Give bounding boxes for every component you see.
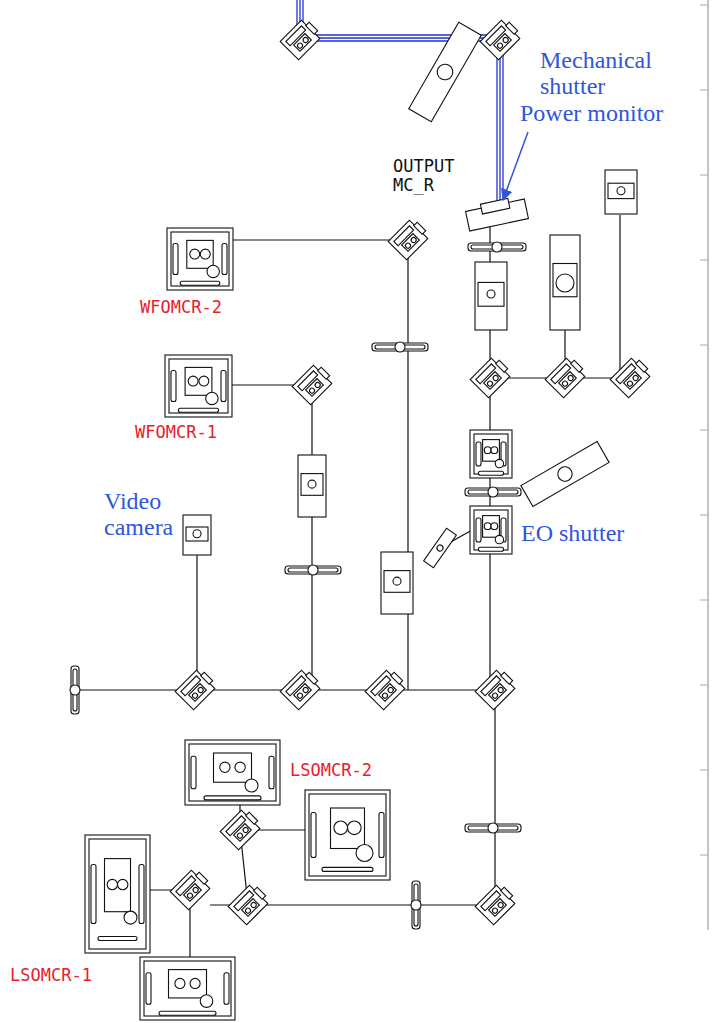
frame-line: [708, 0, 709, 930]
mirror-mount: [175, 667, 217, 709]
sensor-label: LSOMCR-2: [290, 761, 372, 780]
input-beam: [300, 0, 500, 212]
lens-holder: [468, 242, 526, 252]
post-holder: [475, 262, 507, 330]
mirror-mount: [365, 667, 407, 709]
mirror-mount: [470, 355, 512, 397]
beam-line: [232, 385, 312, 690]
mirror-mount: [610, 355, 652, 397]
sensor-label: LSOMCR-1: [10, 966, 92, 985]
frame-tick: [700, 175, 708, 176]
optic-mount: [185, 740, 280, 805]
mirror-mount: [475, 667, 517, 709]
optic-mount: [140, 957, 235, 1020]
frame-tick: [700, 260, 708, 261]
optic-mount: [470, 506, 512, 554]
optic-mount: [165, 355, 232, 417]
beam-dump: [409, 22, 482, 122]
mirror-mount: [475, 882, 517, 924]
frame-tick: [700, 515, 708, 516]
beam-dump: [521, 442, 609, 507]
frame-tick: [700, 5, 708, 6]
lens-holder: [465, 487, 521, 497]
frame-tick: [700, 345, 708, 346]
mirror-mount: [280, 667, 322, 709]
mirror-mount: [220, 807, 262, 849]
post-holder: [605, 170, 637, 214]
shutter-unit: [465, 195, 529, 231]
optic-mount: [167, 228, 233, 290]
part-label: Mechanical shutter: [540, 47, 675, 100]
mirror-mount: [545, 355, 587, 397]
optical-parts: [70, 17, 653, 1020]
post-holder: [381, 552, 413, 614]
post-holder: [298, 455, 326, 517]
mirror-mount: [388, 217, 430, 259]
sensor-label: WFOMCR-2: [140, 298, 222, 317]
optic-mount: [470, 430, 512, 478]
beam-paths: [75, 0, 708, 957]
sensor-label: WFOMCR-1: [135, 423, 217, 442]
input-beam: [297, 0, 497, 212]
pickoff-mirror: [424, 528, 457, 568]
beam-line: [233, 240, 408, 690]
frame-tick: [700, 685, 708, 686]
beam-line: [620, 215, 630, 378]
mirror-mount: [170, 867, 212, 909]
input-beam: [303, 0, 503, 212]
part-label: Power monitor: [520, 100, 663, 126]
optic-mount: [85, 835, 150, 953]
frame-tick: [700, 855, 708, 856]
frame-tick: [700, 430, 708, 431]
leader-arrow: [503, 132, 528, 200]
lens-holder: [411, 881, 421, 929]
mirror-mount: [292, 362, 334, 404]
mirror-mount: [228, 882, 270, 924]
lens-holder: [70, 666, 80, 714]
mirror-mount: [480, 17, 522, 59]
frame-tick: [700, 600, 708, 601]
frame-tick: [700, 90, 708, 91]
lens-holder: [465, 823, 521, 833]
port-label: OUTPUT MC_R: [393, 157, 465, 194]
optic-mount: [305, 790, 390, 880]
mirror-mount: [280, 17, 322, 59]
lens-holder: [372, 342, 428, 352]
post-holder: [183, 515, 211, 555]
part-label: EO shutter: [521, 520, 624, 546]
part-label: Video camera: [104, 488, 180, 541]
frame-tick: [700, 770, 708, 771]
lens-holder: [285, 565, 341, 575]
post-holder: [550, 235, 580, 330]
beam-line: [189, 905, 190, 957]
